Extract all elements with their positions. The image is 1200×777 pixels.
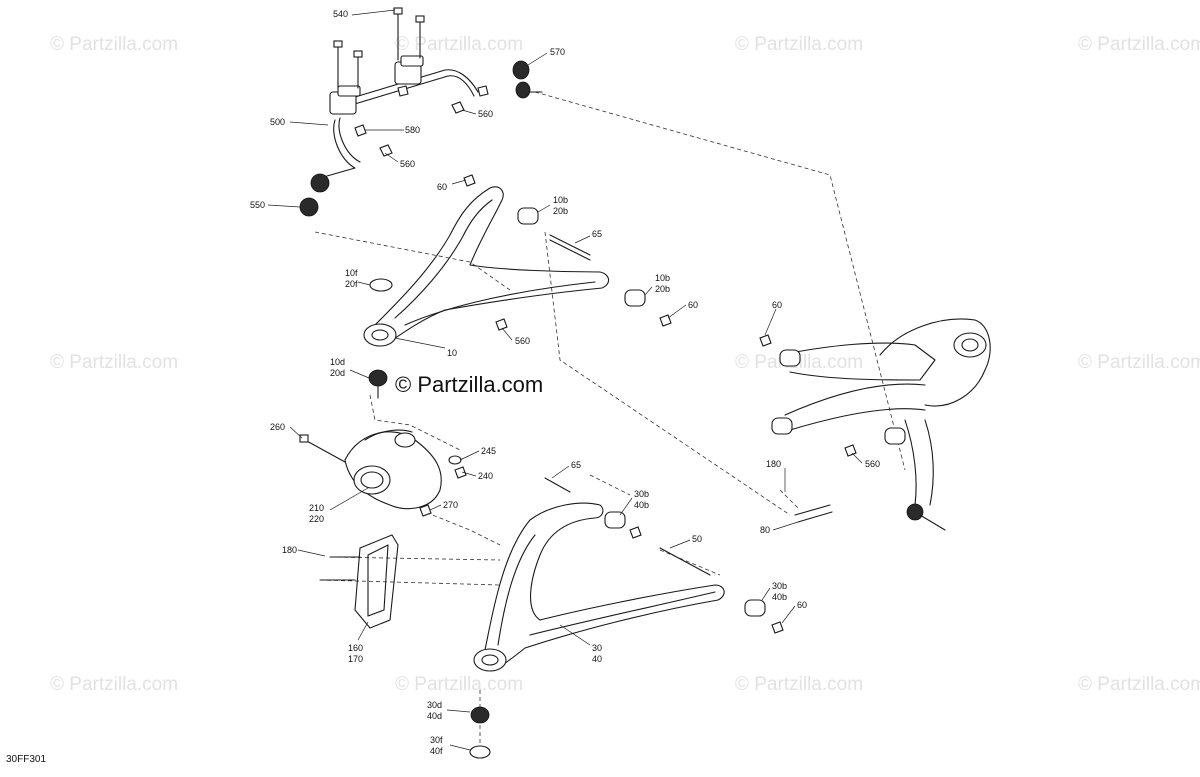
watermark: © Partzilla.com	[50, 352, 178, 373]
callout-label: 30d	[427, 700, 442, 710]
callout-labels: 540 570 500 580 560 560 60 550 10b 20b 6…	[250, 9, 880, 756]
callout-label: 500	[270, 117, 285, 127]
callout-label: 20b	[655, 284, 670, 294]
callout-label: 40b	[772, 592, 787, 602]
callout-label: 10b	[655, 273, 670, 283]
watermark: © Partzilla.com	[1078, 674, 1200, 695]
callout-label: 570	[550, 47, 565, 57]
callout-label: 30f	[430, 735, 443, 745]
callout-label: 540	[333, 9, 348, 19]
callout-label: 170	[348, 654, 363, 664]
watermark: © Partzilla.com	[395, 34, 523, 55]
callout-label: 80	[760, 525, 770, 535]
leader-lines	[267, 9, 863, 751]
callout-label: 220	[309, 514, 324, 524]
watermark: © Partzilla.com	[50, 34, 178, 55]
callout-label: 10	[447, 348, 457, 358]
callout-label: 10d	[330, 357, 345, 367]
watermark: © Partzilla.com	[395, 674, 523, 695]
callout-label: 550	[250, 200, 265, 210]
callout-label: 560	[865, 459, 880, 469]
callout-label: 560	[400, 159, 415, 169]
lower-a-arm	[469, 477, 784, 759]
watermark: © Partzilla.com	[735, 674, 863, 695]
callout-label: 10f	[345, 268, 358, 278]
callout-label: 60	[688, 300, 698, 310]
callout-label: 40f	[430, 746, 443, 756]
callout-label: 240	[478, 471, 493, 481]
callout-label: 30b	[634, 489, 649, 499]
callout-label: 40b	[634, 500, 649, 510]
callout-label: 20b	[553, 206, 568, 216]
callout-label: 560	[478, 109, 493, 119]
watermark-main: © Partzilla.com	[395, 372, 543, 397]
callout-label: 30b	[772, 581, 787, 591]
callout-label: 20d	[330, 368, 345, 378]
callout-label: 40d	[427, 711, 442, 721]
callout-label: 60	[772, 300, 782, 310]
callout-label: 60	[437, 182, 447, 192]
upper-a-arm	[363, 174, 672, 399]
callout-label: 180	[282, 545, 297, 555]
watermark: © Partzilla.com	[50, 674, 178, 695]
callout-label: 180	[766, 459, 781, 469]
callout-label: 260	[270, 422, 285, 432]
callout-label: 10b	[553, 195, 568, 205]
callout-label: 245	[481, 446, 496, 456]
callout-label: 60	[797, 600, 807, 610]
callout-label: 65	[571, 460, 581, 470]
assembled-suspension	[759, 318, 991, 531]
callout-label: 560	[515, 336, 530, 346]
watermark: © Partzilla.com	[1078, 34, 1200, 55]
callout-label: 65	[592, 229, 602, 239]
drawing-code: 30FF301	[6, 754, 47, 765]
callout-label: 30	[592, 643, 602, 653]
mount-bracket	[319, 534, 399, 629]
callout-label: 20f	[345, 279, 358, 289]
sway-bar-assembly	[299, 7, 543, 217]
watermark: © Partzilla.com	[735, 34, 863, 55]
steering-knuckle	[299, 429, 467, 517]
callout-label: 210	[309, 503, 324, 513]
callout-label: 160	[348, 643, 363, 653]
assembly-guide-lines	[314, 91, 906, 745]
callout-label: 50	[692, 534, 702, 544]
watermark: © Partzilla.com	[1078, 352, 1200, 373]
callout-label: 270	[443, 500, 458, 510]
callout-label: 580	[405, 125, 420, 135]
callout-label: 40	[592, 654, 602, 664]
watermark-layer: © Partzilla.com © Partzilla.com © Partzi…	[50, 34, 1200, 695]
